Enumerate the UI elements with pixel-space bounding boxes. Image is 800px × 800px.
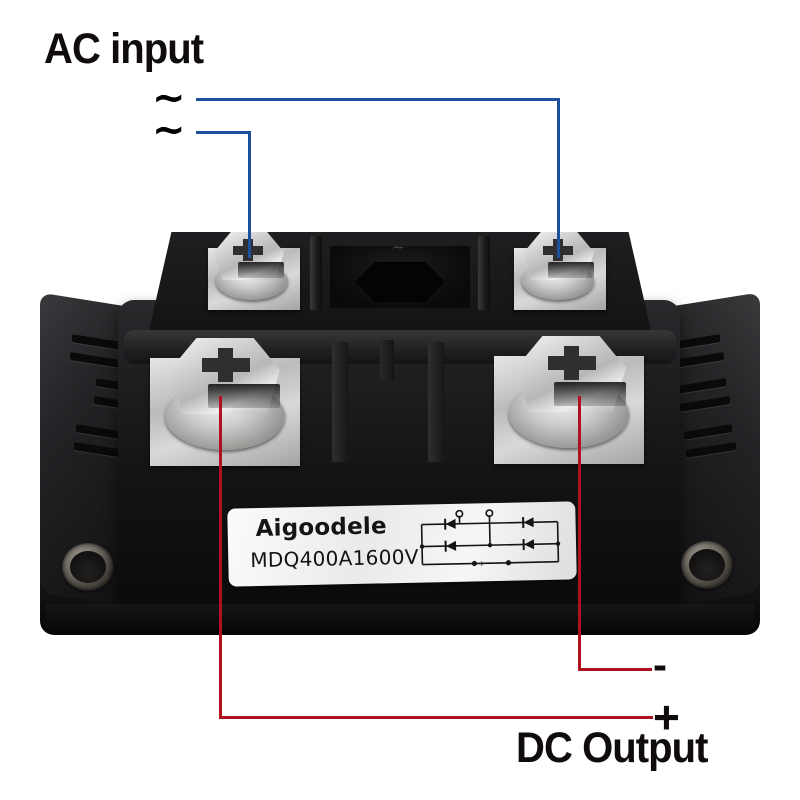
mounting-hole-left [62,543,114,591]
dc-terminal-positive-cross-slot [202,358,250,372]
dc-terminal-positive-cross-slot [218,348,233,382]
dc-terminal-negative-cross-slot [564,346,579,380]
heatsink-fin [70,352,120,368]
dc-terminal-negative-shadow [554,382,626,406]
module-main-body [118,300,680,610]
module-front-chamfer [124,330,676,364]
ac-tilde-symbol-2: ~ [152,107,186,153]
dc-negative-leader-vertical [578,396,581,670]
ac-terminal-left-shadow [238,262,284,278]
heatsink-fin [680,396,730,412]
heatsink-fin [686,442,736,458]
dc-terminal-positive-screw[interactable] [170,338,280,414]
center-hex-recess [355,262,445,302]
dc-terminal-negative-plate [494,356,644,464]
heatsink-fin [94,396,144,412]
heatsink-fin [72,334,120,350]
schematic-plus-mark: + [478,559,485,568]
body-rib [380,340,394,380]
dc-terminal-positive-plate [150,358,300,466]
heatsink-fin [684,424,732,440]
dc-output-title: DC Output [516,724,708,772]
ac-terminal-right-plate [514,248,606,310]
top-center-recess [330,246,470,308]
dc-positive-leader-horizontal [219,716,653,719]
heatsink-fin [76,424,124,440]
heatsink-fin [672,334,720,350]
mounting-hole-right [681,541,733,589]
dc-terminal-negative-cross-slot [548,356,596,370]
ac-leader-line-left-horizontal [196,131,251,134]
heatsink-fin [678,378,726,394]
ac-terminal-right-washer [522,262,594,300]
module-base-flange [40,500,760,635]
bridge-rectifier-schematic: + - [419,509,561,568]
ac-tilde-symbol-1: ~ [152,75,186,121]
heatsink-fin [96,378,144,394]
dc-negative-symbol: - [653,641,667,688]
label-brand-text: Aigoodele [255,513,388,543]
ac-terminal-right-shadow [548,262,594,278]
dc-terminal-negative-screw[interactable] [516,336,626,412]
heatsink-fin [674,352,724,368]
top-rib [310,236,322,310]
ac-terminal-left-plate [208,248,300,310]
body-rib [332,342,348,462]
top-rib [478,236,490,310]
dc-negative-leader-horizontal [578,668,652,671]
module-top-deck [146,232,654,344]
body-rib [428,342,444,462]
dc-terminal-negative-washer [509,380,629,448]
ac-leader-line-right-vertical [557,98,560,258]
product-spec-label: Aigoodele MDQ400A1600V [227,501,577,587]
ac-leader-line-right-horizontal [196,98,560,101]
base-front-edge [46,604,754,628]
heatsink-fin [74,442,124,458]
left-mounting-wing [40,292,200,618]
dc-terminal-positive-washer [165,382,285,450]
case-tilde-marking: ~ [392,238,405,256]
ac-input-title: AC input [44,25,204,73]
right-mounting-wing [598,292,760,618]
dc-positive-leader-vertical [219,396,222,718]
schematic-minus-mark: - [496,558,499,567]
mounting-hole-right-bore [689,549,725,581]
label-model-text: MDQ400A1600V [250,544,419,573]
mounting-hole-left-bore [70,551,106,583]
dc-positive-symbol: + [653,691,680,743]
ac-terminal-left-washer [216,262,288,300]
ac-leader-line-left-vertical [248,131,251,258]
